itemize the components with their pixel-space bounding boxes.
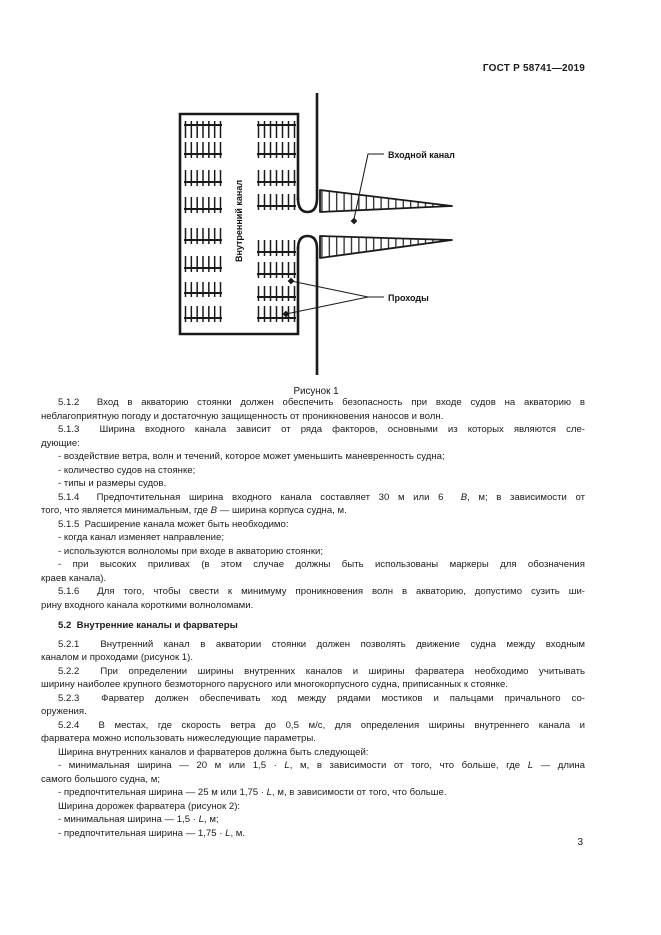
- text-line: 5.2.3 Фарватер должен обеспечивать ход м…: [58, 692, 585, 704]
- passages-leader-lines: [285, 280, 384, 315]
- leader-arrow-dots: [282, 217, 358, 318]
- text-line: Ширина дорожек фарватера (рисунок 2):: [58, 800, 241, 812]
- figure-label-passages: Проходы: [388, 293, 429, 303]
- text-line: 5.2.1 Внутренний канал в акватории стоян…: [58, 638, 585, 650]
- text-line: 5.1.3 Ширина входного канала зависит от …: [58, 424, 585, 435]
- paragraph: - предпочтительная ширина — 25 м или 1,7…: [41, 786, 585, 800]
- text-line: 5.1.4 Предпочтительная ширина входного к…: [58, 491, 585, 503]
- paragraph: - предпочтительная ширина — 1,75 · L, м.: [41, 827, 585, 841]
- text-line: самого большого судна, м;: [41, 773, 160, 785]
- pier-combs: [184, 121, 296, 322]
- text-line: фарватера можно использовать нижеследующ…: [41, 733, 316, 744]
- text-line: - при высоких приливах (в этом случае до…: [58, 559, 585, 570]
- text-line: - минимальная ширина — 1,5 · L, м;: [58, 814, 219, 825]
- figure-label-entrance-channel: Входной канал: [388, 150, 455, 160]
- text-line: 5.1.5 Расширение канала может быть необх…: [58, 518, 289, 530]
- text-line: - типы и размеры судов.: [58, 478, 167, 489]
- entrance-wedge-north: [319, 189, 453, 213]
- text-line: того, что является минимальным, где В — …: [41, 505, 347, 516]
- body-text: 5.1.2 Вход в акваторию стоянки должен об…: [41, 396, 585, 840]
- north-breakwater: [296, 93, 319, 214]
- entrance-leader-line: [353, 153, 384, 220]
- page-number: 3: [577, 837, 583, 848]
- text-line: дующие:: [41, 437, 80, 449]
- paragraph: 5.2.1 Внутренний канал в акватории стоян…: [41, 638, 585, 665]
- paragraph: Ширина дорожек фарватера (рисунок 2):: [41, 800, 585, 814]
- arrow-dot: [350, 217, 358, 225]
- text-line: - количество судов на стоянке;: [58, 464, 196, 476]
- paragraph: 5.1.3 Ширина входного канала зависит от …: [41, 423, 585, 450]
- paragraph: 5.2.2 При определении ширины внутренних …: [41, 665, 585, 692]
- text-line: каналом и проходами (рисунок 1).: [41, 652, 194, 663]
- figure-caption: Рисунок 1: [293, 386, 338, 397]
- text-line: - предпочтительная ширина — 1,75 · L, м.: [58, 827, 246, 839]
- paragraph: - используются волноломы при входе в акв…: [41, 545, 585, 559]
- paragraph: - когда канал изменяет направление;: [41, 531, 585, 545]
- text-line: рину входного канала короткими волнолома…: [41, 599, 254, 611]
- paragraph: Ширина внутренних каналов и фарватеров д…: [41, 746, 585, 760]
- text-line: 5.2.2 При определении ширины внутренних …: [58, 665, 585, 677]
- arrow-dot: [287, 277, 295, 285]
- text-line: краев канала).: [41, 572, 107, 584]
- text-line: - минимальная ширина — 20 м или 1,5 · L,…: [58, 760, 585, 771]
- text-line: Ширина внутренних каналов и фарватеров д…: [58, 746, 369, 758]
- text-line: 5.1.6 Для того, чтобы свести к минимуму …: [58, 586, 585, 597]
- text-line: 5.2 Внутренние каналы и фарватеры: [58, 620, 238, 631]
- text-line: - воздействие ветра, волн и течений, кот…: [58, 451, 445, 462]
- text-line: оружения.: [41, 706, 87, 717]
- entrance-wedge-south: [319, 235, 453, 259]
- text-line: - предпочтительная ширина — 25 м или 1,7…: [58, 787, 447, 798]
- text-line: - когда канал изменяет направление;: [58, 532, 225, 543]
- doc-code: ГОСТ Р 58741—2019: [482, 63, 585, 74]
- paragraph: - минимальная ширина — 1,5 · L, м;: [41, 813, 585, 827]
- text-line: неблагоприятную погоду и достаточную защ…: [41, 410, 444, 422]
- text-line: 5.2.4 В местах, где скорость ветра до 0,…: [58, 719, 585, 731]
- paragraph: 5.1.6 Для того, чтобы свести к минимуму …: [41, 585, 585, 612]
- paragraph: - количество судов на стоянке;: [41, 464, 585, 478]
- paragraph: - типы и размеры судов.: [41, 477, 585, 491]
- paragraph: 5.2.4 В местах, где скорость ветра до 0,…: [41, 719, 585, 746]
- paragraph: 5.1.5 Расширение канала может быть необх…: [41, 518, 585, 532]
- paragraph: - воздействие ветра, волн и течений, кот…: [41, 450, 585, 464]
- paragraph: 5.2.3 Фарватер должен обеспечивать ход м…: [41, 692, 585, 719]
- marina-basin-outline: [178, 112, 300, 336]
- paragraph: 5.1.2 Вход в акваторию стоянки должен об…: [41, 396, 585, 423]
- text-line: - используются волноломы при входе в акв…: [58, 545, 324, 557]
- leader-lines: [285, 153, 384, 315]
- text-line: 5.1.2 Вход в акваторию стоянки должен об…: [58, 397, 585, 408]
- south-breakwater: [296, 234, 319, 375]
- figure-label-inner-channel: Внутренний канал: [234, 180, 244, 262]
- arrow-dot: [282, 310, 290, 318]
- paragraph: - минимальная ширина — 20 м или 1,5 · L,…: [41, 759, 585, 786]
- paragraph: - при высоких приливах (в этом случае до…: [41, 558, 585, 585]
- section-heading: 5.2 Внутренние каналы и фарватеры: [41, 619, 585, 633]
- paragraph: 5.1.4 Предпочтительная ширина входного к…: [41, 491, 585, 518]
- text-line: ширину наиболее крупного безмоторного па…: [41, 679, 508, 690]
